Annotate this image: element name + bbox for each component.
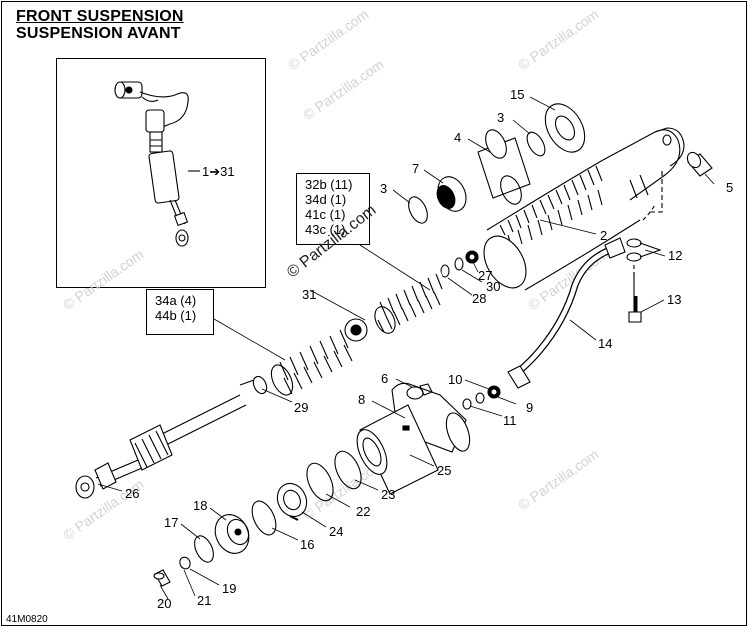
heading-english: FRONT SUSPENSION — [16, 8, 184, 25]
callout-25: 25 — [437, 463, 452, 478]
shaft-drawing — [75, 379, 255, 499]
inset-shock-drawing — [114, 81, 200, 247]
callout-14: 14 — [598, 336, 613, 351]
heading-french: SUSPENSION AVANT — [16, 25, 181, 42]
callout-29: 29 — [294, 400, 309, 415]
callout-13: 13 — [667, 292, 682, 307]
callout-24: 24 — [329, 524, 344, 539]
callout-30: 30 — [486, 279, 501, 294]
callout-26: 26 — [125, 486, 140, 501]
callout-3-lower: 3 — [380, 181, 388, 196]
callout-10: 10 — [448, 372, 463, 387]
callout-7: 7 — [412, 161, 420, 176]
kit-note-box-upper: 32b (11) 34d (1) 41c (1) 43c (1) — [296, 173, 370, 245]
spring-lower-drawing — [252, 318, 372, 400]
callout-12: 12 — [668, 248, 683, 263]
callout-16: 16 — [300, 537, 315, 552]
callout-23: 23 — [381, 487, 396, 502]
callout-20: 20 — [157, 596, 172, 611]
callout-6: 6 — [381, 371, 389, 386]
kit-note-line: 34d (1) — [305, 192, 347, 207]
shock-body-drawing — [483, 127, 685, 292]
callout-9: 9 — [526, 400, 534, 415]
inset-label: 1➔31 — [202, 164, 235, 179]
callout-22: 22 — [356, 504, 371, 519]
callout-8: 8 — [358, 392, 366, 407]
spring-upper-drawing — [374, 270, 452, 334]
callout-11: 11 — [503, 413, 517, 428]
kit-note-line: 34a (4) — [155, 293, 197, 308]
callout-27: 27 — [478, 268, 493, 283]
callout-5: 5 — [726, 180, 734, 195]
leader-lines — [97, 96, 715, 600]
kit-note-line: 41c (1) — [305, 207, 346, 222]
kit-note-box-lower: 34a (4) 44b (1) — [146, 289, 214, 335]
kit-note-line: 44b (1) — [155, 308, 197, 323]
callout-21: 21 — [197, 593, 212, 608]
reservoir-drawing — [356, 382, 471, 495]
callout-17: 17 — [164, 515, 179, 530]
callout-15: 15 — [510, 87, 525, 102]
callout-4: 4 — [454, 130, 462, 145]
callout-2: 2 — [600, 228, 608, 243]
callout-31: 31 — [302, 287, 317, 302]
top-plate-assembly — [477, 103, 586, 205]
callout-3-upper: 3 — [497, 110, 505, 125]
callout-18: 18 — [193, 498, 208, 513]
callout-19: 19 — [222, 581, 237, 596]
callout-28: 28 — [472, 291, 487, 306]
illustration-code: 41M0820 — [6, 614, 48, 625]
kit-note-line: 43c (1) — [305, 222, 346, 237]
kit-note-line: 32b (11) — [305, 177, 353, 192]
